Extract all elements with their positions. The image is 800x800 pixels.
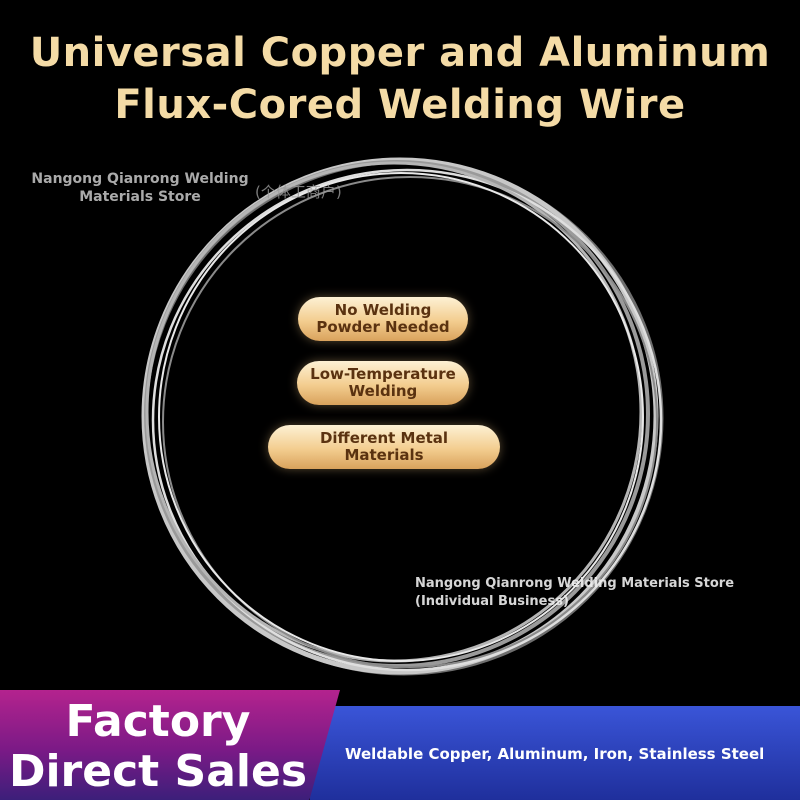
title-line-1: Universal Copper and Aluminum (29, 30, 771, 76)
factory-banner (0, 690, 340, 800)
weldable-metals-text: Weldable Copper, Aluminum, Iron, Stainle… (345, 745, 765, 763)
title-line-2: Flux-Cored Welding Wire (114, 82, 686, 128)
store-watermark-lower-line2: (Individual Business) (415, 594, 569, 609)
store-watermark-top-line1: Nangong Qianrong Welding (31, 171, 249, 187)
feature-badge-line2: Welding (348, 382, 418, 400)
feature-badge-line2: Materials (344, 446, 424, 464)
tagline-banner (310, 706, 800, 800)
store-watermark-lower-line1: Nangong Qianrong Welding Materials Store (415, 576, 735, 591)
store-watermark-top-line2: Materials Store (79, 189, 201, 205)
feature-badge-no-powder: No Welding Powder Needed (298, 297, 468, 341)
factory-line2: Direct Sales (8, 746, 308, 797)
store-watermark-cn: (个体工商户) (255, 183, 342, 201)
feature-badge-low-temperature: Low-Temperature Welding (297, 361, 469, 405)
factory-direct-sales-text: Factory Direct Sales (8, 697, 308, 797)
store-watermark-lower: Nangong Qianrong Welding Materials Store… (415, 575, 734, 611)
store-watermark-top: Nangong Qianrong Welding Materials Store (20, 170, 260, 206)
feature-badge-line1: No Welding (334, 301, 432, 319)
feature-badge-line1: Different Metal (319, 429, 449, 447)
feature-badge-line1: Low-Temperature (310, 365, 456, 383)
factory-line1: Factory (65, 696, 251, 747)
feature-badge-line2: Powder Needed (316, 318, 450, 336)
feature-badge-different-metals: Different Metal Materials (268, 425, 500, 469)
